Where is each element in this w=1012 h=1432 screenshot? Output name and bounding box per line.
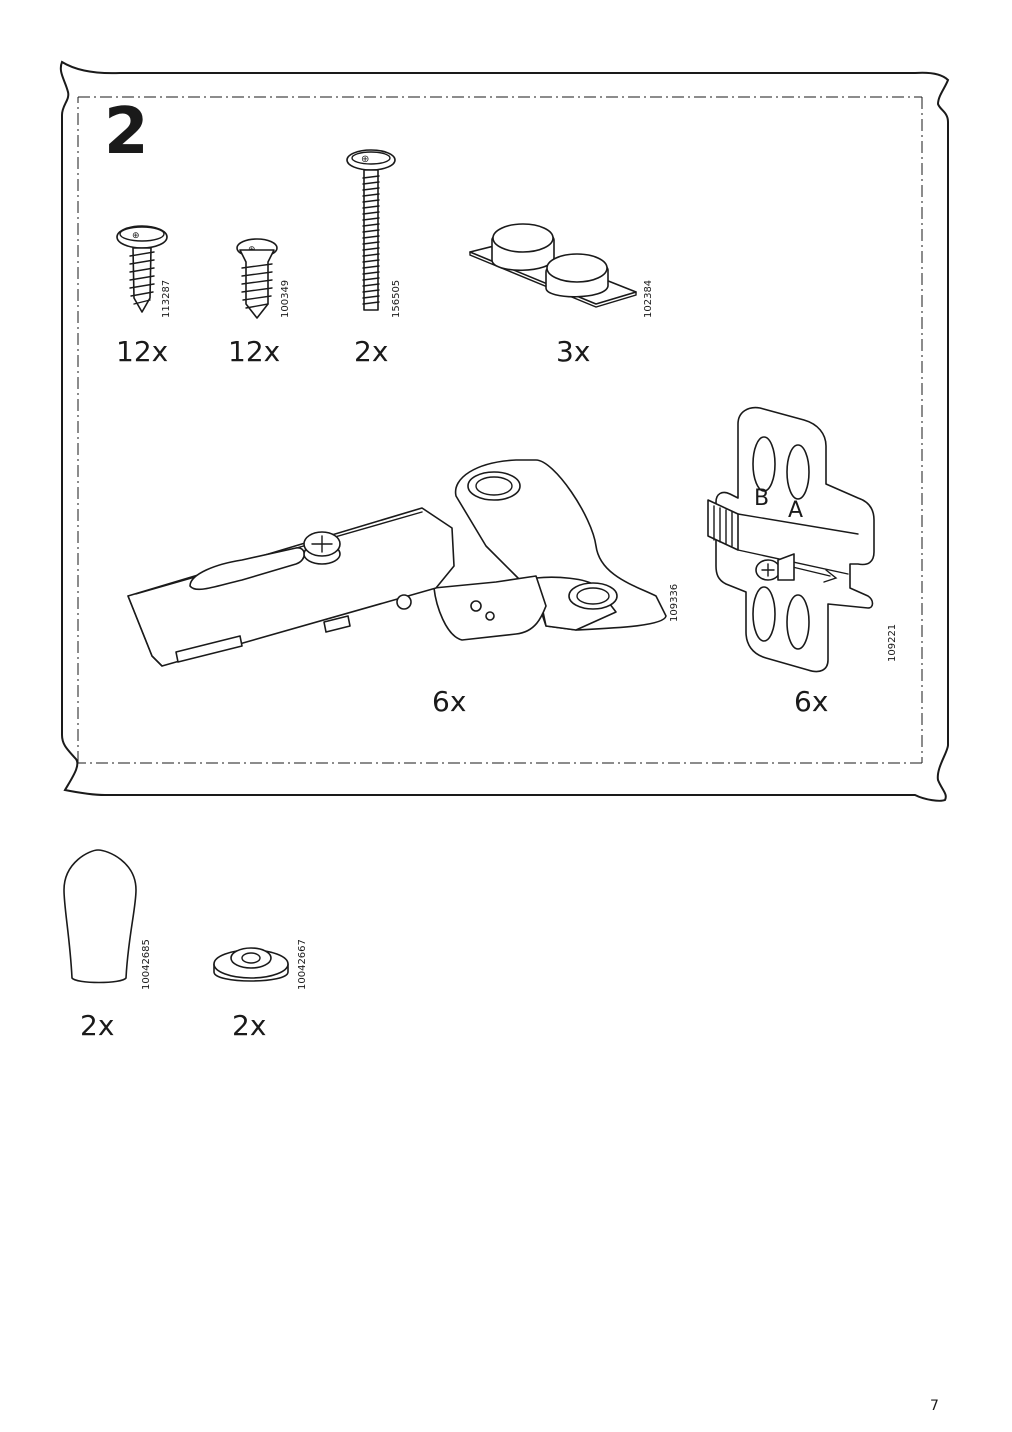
- code-113287: 113287: [161, 279, 172, 318]
- code-156505: 156505: [391, 279, 402, 318]
- qty-10042667: 2x: [232, 1009, 267, 1042]
- qty-102384: 3x: [556, 335, 591, 368]
- code-10042685: 10042685: [141, 939, 152, 990]
- step-number: 2: [104, 95, 149, 169]
- qty-100349: 12x: [228, 335, 281, 368]
- screw-countersunk-illustration: ⊕: [236, 238, 278, 319]
- qty-109221: 6x: [794, 685, 829, 718]
- code-109221: 109221: [887, 623, 898, 662]
- mounting-plate-label-b: B: [754, 486, 770, 511]
- code-10042667: 10042667: [297, 939, 308, 990]
- svg-text:⊕: ⊕: [361, 154, 369, 165]
- svg-text:⊕: ⊕: [132, 231, 140, 241]
- screw-pan-head-illustration: ⊕: [116, 225, 168, 313]
- qty-109336: 6x: [432, 685, 467, 718]
- mounting-plate-label-a: A: [788, 498, 804, 523]
- hinge-illustration: [127, 459, 667, 667]
- washer-illustration: [213, 947, 289, 982]
- qty-156505: 2x: [354, 335, 389, 368]
- code-100349: 100349: [280, 279, 291, 318]
- code-102384: 102384: [643, 279, 654, 318]
- code-109336: 109336: [669, 583, 680, 622]
- knob-illustration: [63, 849, 137, 984]
- qty-10042685: 2x: [80, 1009, 115, 1042]
- qty-113287: 12x: [116, 335, 169, 368]
- page-number: 7: [930, 1398, 939, 1414]
- bumper-pads-illustration: [469, 223, 637, 308]
- parts-bag-outline: [59, 60, 950, 802]
- mounting-plate-illustration: [707, 406, 875, 673]
- bolt-long-illustration: ⊕: [346, 149, 396, 311]
